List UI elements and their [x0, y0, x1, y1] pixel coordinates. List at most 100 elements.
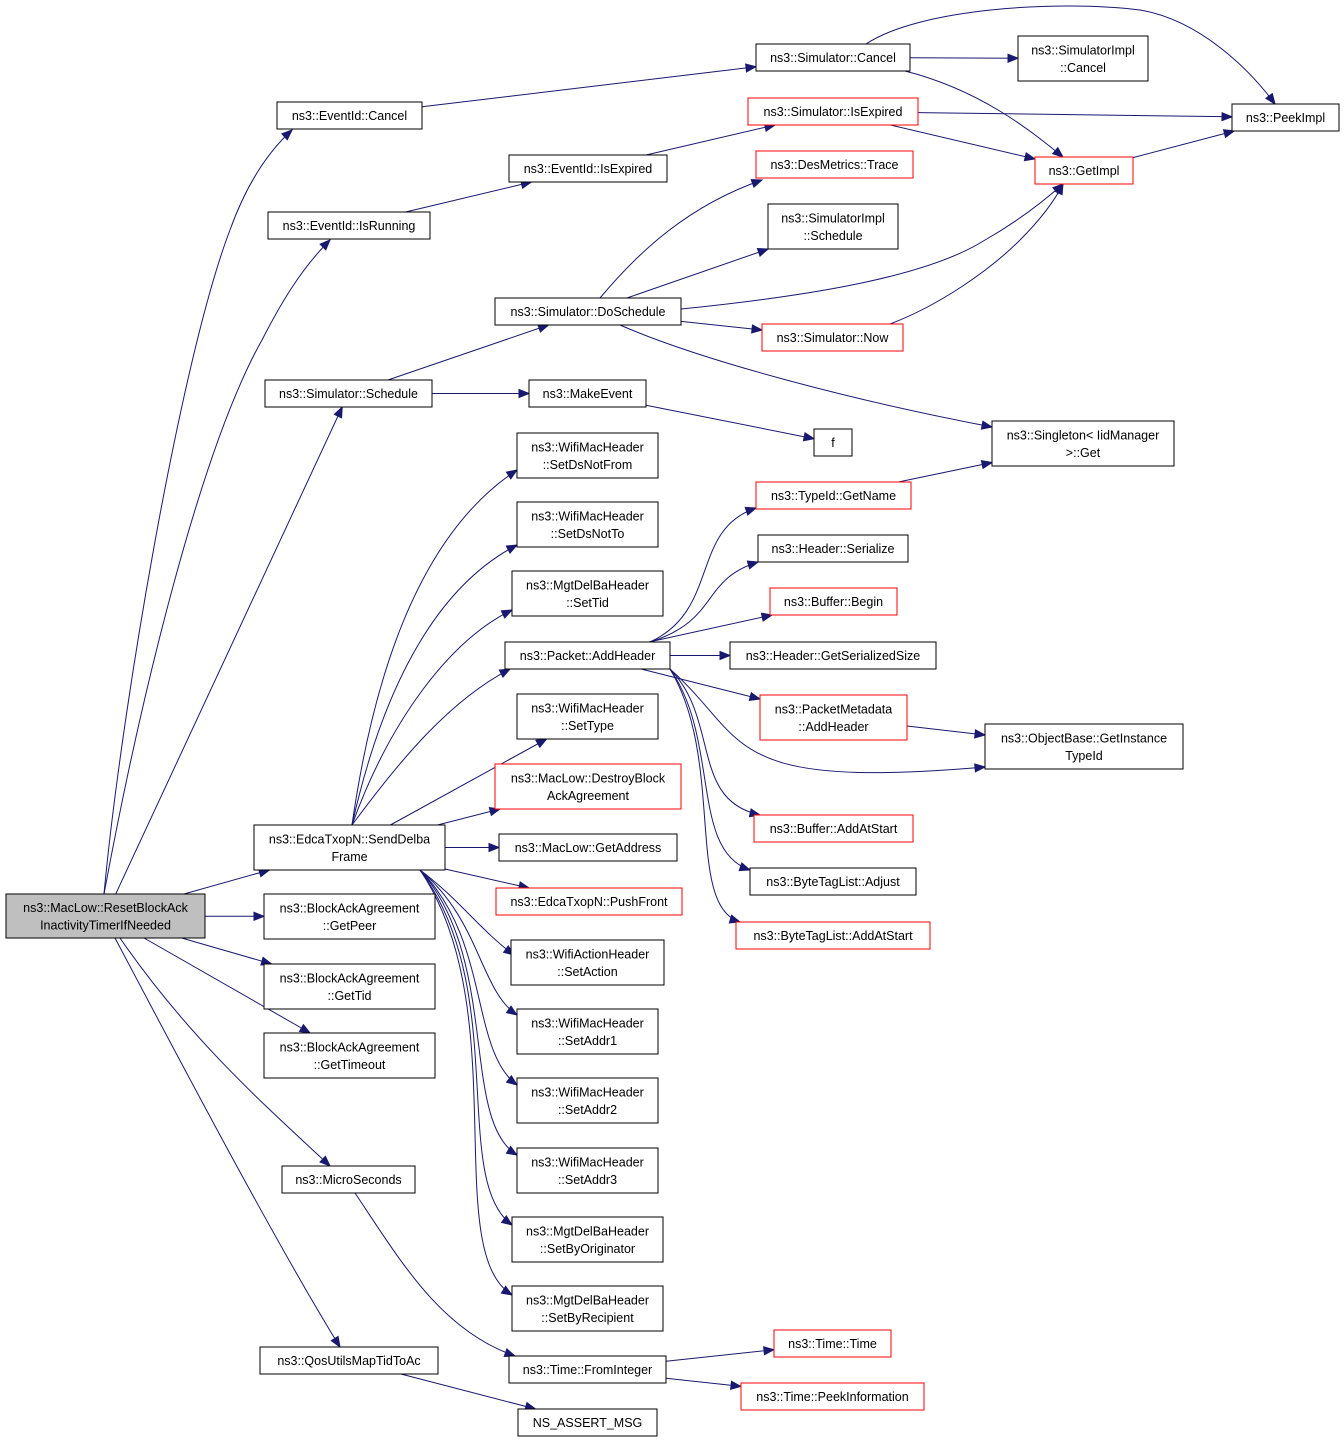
- node-wmh_setdsnotfrom[interactable]: ns3::WifiMacHeader::SetDsNotFrom: [516, 432, 659, 479]
- node-desmetrics_trace[interactable]: ns3::DesMetrics::Trace: [755, 150, 914, 179]
- node-microseconds[interactable]: ns3::MicroSeconds: [281, 1165, 416, 1194]
- node-box: [729, 641, 937, 670]
- node-sim_isexpired[interactable]: ns3::Simulator::IsExpired: [747, 97, 919, 126]
- node-getimpl[interactable]: ns3::GetImpl: [1034, 156, 1134, 185]
- edge-edca_senddelba-to-mgt_settid: [351, 609, 513, 826]
- arrowhead-mgt_settid: [500, 609, 514, 619]
- arrowhead-eventid_cancel: [281, 129, 293, 141]
- node-sim_schedule[interactable]: ns3::Simulator::Schedule: [264, 379, 433, 408]
- node-label: ns3::MgtDelBaHeader: [526, 578, 649, 592]
- node-time_time[interactable]: ns3::Time::Time: [773, 1329, 892, 1358]
- node-box: [516, 1008, 659, 1055]
- node-box: [1034, 156, 1134, 185]
- node-peekimpl[interactable]: ns3::PeekImpl: [1231, 103, 1340, 132]
- node-box: [757, 534, 909, 563]
- node-box: [528, 379, 647, 408]
- node-label: ns3::SimulatorImpl: [781, 211, 885, 225]
- node-label: ns3::Simulator::Cancel: [770, 51, 896, 65]
- edge-microseconds-to-time_frominteger: [354, 1192, 516, 1357]
- node-wmh_setdsnotto[interactable]: ns3::WifiMacHeader::SetDsNotTo: [516, 501, 659, 548]
- arrowhead-simimpl_schedule: [756, 247, 770, 257]
- node-makeevent[interactable]: ns3::MakeEvent: [528, 379, 647, 408]
- node-edca_pushfront[interactable]: ns3::EdcaTxopN::PushFront: [495, 887, 683, 916]
- node-maclow_getaddress[interactable]: ns3::MacLow::GetAddress: [498, 833, 678, 862]
- node-ns_assert_msg[interactable]: NS_ASSERT_MSG: [517, 1408, 658, 1437]
- node-buffer_addatstart[interactable]: ns3::Buffer::AddAtStart: [753, 814, 914, 843]
- node-header_serialize[interactable]: ns3::Header::Serialize: [757, 534, 909, 563]
- edge-sim_doschedule-to-getimpl: [680, 183, 1064, 310]
- node-label: AckAgreement: [547, 789, 630, 803]
- node-label: ns3::Time::FromInteger: [523, 1363, 652, 1377]
- node-label: ns3::EdcaTxopN::SendDelba: [269, 832, 430, 846]
- node-f[interactable]: f: [813, 428, 853, 457]
- node-box: [1231, 103, 1340, 132]
- node-eventid_cancel[interactable]: ns3::EventId::Cancel: [276, 101, 423, 130]
- node-sim_now[interactable]: ns3::Simulator::Now: [761, 323, 904, 352]
- node-wmh_setaddr1[interactable]: ns3::WifiMacHeader::SetAddr1: [516, 1008, 659, 1055]
- node-buffer_begin[interactable]: ns3::Buffer::Begin: [769, 587, 898, 616]
- node-label: InactivityTimerIfNeeded: [40, 918, 171, 932]
- node-label: ns3::MgtDelBaHeader: [526, 1224, 649, 1238]
- edge-edca_senddelba-to-mgt_setbyrecip: [419, 869, 513, 1296]
- node-baa_getpeer[interactable]: ns3::BlockAckAgreement::GetPeer: [263, 893, 436, 940]
- node-sim_cancel[interactable]: ns3::Simulator::Cancel: [755, 43, 911, 72]
- arrowhead-pktmeta_addheader: [748, 691, 762, 701]
- node-mgt_setbyrecip[interactable]: ns3::MgtDelBaHeader::SetByRecipient: [511, 1285, 664, 1332]
- node-box: [511, 1216, 664, 1263]
- arrowhead-time_frominteger: [503, 1348, 517, 1358]
- node-mgt_setbyorig[interactable]: ns3::MgtDelBaHeader::SetByOriginator: [511, 1216, 664, 1263]
- edge-edca_senddelba-to-wmh_setdsnotfrom: [351, 469, 518, 826]
- edge-packet_addheader-to-typeid_getname: [649, 507, 757, 643]
- node-baa_gettimeout[interactable]: ns3::BlockAckAgreement::GetTimeout: [263, 1032, 436, 1079]
- edge-root-to-baa_gettid: [181, 937, 272, 965]
- node-root[interactable]: ns3::MacLow::ResetBlockAckInactivityTime…: [5, 893, 206, 939]
- node-label: ns3::MacLow::DestroyBlock: [511, 771, 666, 785]
- arrowhead-maclow_getaddress: [488, 842, 501, 853]
- node-wmh_setaddr2[interactable]: ns3::WifiMacHeader::SetAddr2: [516, 1077, 659, 1124]
- node-box: [511, 1285, 664, 1332]
- nodes-layer: ns3::MacLow::ResetBlockAckInactivityTime…: [5, 35, 1340, 1437]
- node-label: ns3::QosUtilsMapTidToAc: [277, 1354, 420, 1368]
- node-box: [516, 1147, 659, 1194]
- node-simimpl_cancel[interactable]: ns3::SimulatorImpl::Cancel: [1017, 35, 1149, 82]
- node-label: ::SetAction: [557, 965, 617, 979]
- edge-packet_addheader-to-pktmeta_addheader: [640, 668, 761, 700]
- edge-packet_addheader-to-btl_addatstart: [669, 668, 741, 923]
- node-wmh_settype[interactable]: ns3::WifiMacHeader::SetType: [516, 693, 659, 740]
- node-wah_setaction[interactable]: ns3::WifiActionHeader::SetAction: [510, 939, 665, 986]
- node-box: [769, 587, 898, 616]
- node-header_getsize[interactable]: ns3::Header::GetSerializedSize: [729, 641, 937, 670]
- node-btl_addatstart[interactable]: ns3::ByteTagList::AddAtStart: [735, 921, 931, 950]
- node-btl_adjust[interactable]: ns3::ByteTagList::Adjust: [749, 867, 917, 896]
- node-sim_doschedule[interactable]: ns3::Simulator::DoSchedule: [494, 297, 682, 326]
- node-eventid_isrunning[interactable]: ns3::EventId::IsRunning: [267, 211, 431, 240]
- node-time_frominteger[interactable]: ns3::Time::FromInteger: [508, 1355, 667, 1384]
- node-label: ::SetAddr3: [558, 1173, 617, 1187]
- arrowhead-mgt_setbyrecip: [500, 1285, 514, 1296]
- arrowhead-getimpl: [1051, 146, 1065, 158]
- node-wmh_setaddr3[interactable]: ns3::WifiMacHeader::SetAddr3: [516, 1147, 659, 1194]
- node-mgt_settid[interactable]: ns3::MgtDelBaHeader::SetTid: [511, 570, 664, 617]
- node-label: ::GetPeer: [323, 919, 377, 933]
- node-eventid_isexpired[interactable]: ns3::EventId::IsExpired: [508, 154, 668, 183]
- edge-sim_doschedule-to-simimpl_schedule: [626, 248, 769, 299]
- node-time_peekinfo[interactable]: ns3::Time::PeekInformation: [740, 1382, 925, 1411]
- node-typeid_getname[interactable]: ns3::TypeId::GetName: [755, 481, 912, 510]
- edge-sim_doschedule-to-desmetrics_trace: [599, 179, 763, 299]
- node-singleton_get[interactable]: ns3::Singleton< IidManager>::Get: [991, 420, 1175, 467]
- node-label: ns3::GetImpl: [1049, 164, 1120, 178]
- arrowhead-packet_addheader: [498, 668, 512, 678]
- node-packet_addheader[interactable]: ns3::Packet::AddHeader: [504, 641, 671, 670]
- node-baa_gettid[interactable]: ns3::BlockAckAgreement::GetTid: [263, 963, 436, 1010]
- node-box: [755, 481, 912, 510]
- node-qosutils[interactable]: ns3::QosUtilsMapTidToAc: [259, 1346, 439, 1375]
- node-pktmeta_addheader[interactable]: ns3::PacketMetadata::AddHeader: [759, 694, 908, 741]
- node-label: ns3::WifiMacHeader: [531, 1085, 644, 1099]
- node-box: [517, 1408, 658, 1437]
- node-label: ns3::Buffer::Begin: [784, 595, 883, 609]
- node-simimpl_schedule[interactable]: ns3::SimulatorImpl::Schedule: [767, 203, 899, 250]
- node-box: [747, 97, 919, 126]
